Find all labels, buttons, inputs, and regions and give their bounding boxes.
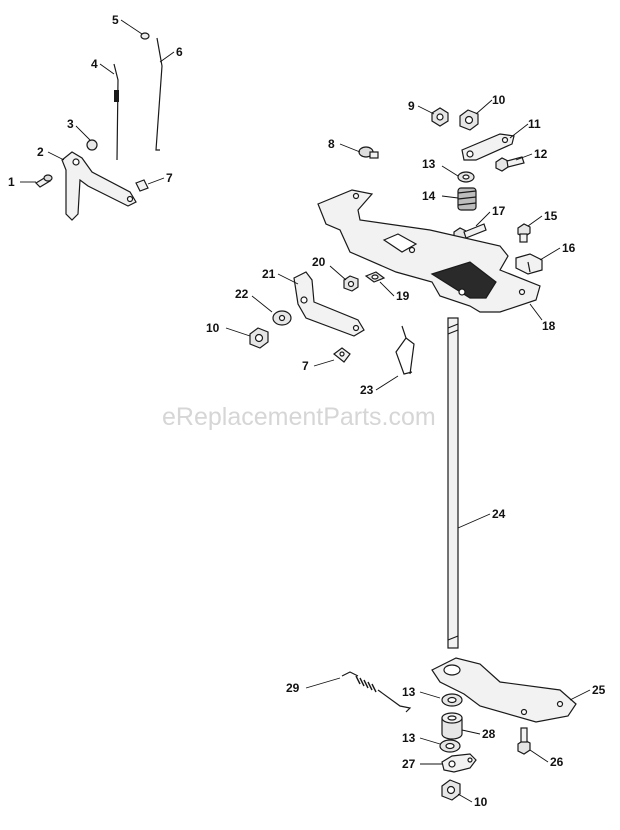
- part-29-spring[interactable]: [341, 671, 412, 713]
- leader-lines: [20, 19, 591, 803]
- callout-29: 29: [286, 681, 300, 695]
- part-1-pin[interactable]: [35, 174, 53, 188]
- part-13-washer-lower-1[interactable]: [441, 693, 463, 707]
- callout-9: 9: [408, 99, 415, 113]
- callout-5: 5: [112, 13, 119, 27]
- callout-13-lower-1: 13: [402, 685, 416, 699]
- callout-13-lower-2: 13: [402, 731, 416, 745]
- part-9-nut[interactable]: [431, 107, 449, 127]
- callout-20: 20: [312, 255, 326, 269]
- part-26-screw[interactable]: [517, 727, 531, 755]
- callout-28: 28: [482, 727, 496, 741]
- part-6-rod[interactable]: [155, 37, 163, 151]
- part-7-clip-middle[interactable]: [333, 347, 351, 363]
- part-24-shaft[interactable]: [447, 317, 459, 649]
- callout-27: 27: [402, 757, 416, 771]
- part-3-ball[interactable]: [86, 139, 98, 151]
- part-10-nut-bottom[interactable]: [441, 779, 461, 801]
- callout-21: 21: [262, 267, 276, 281]
- part-28-bushing[interactable]: [441, 712, 463, 740]
- callout-16: 16: [562, 241, 576, 255]
- callout-18: 18: [542, 319, 556, 333]
- callout-3: 3: [67, 117, 74, 131]
- part-21-lever-arm[interactable]: [293, 271, 365, 337]
- part-12-bolt[interactable]: [495, 156, 525, 172]
- part-11-bracket[interactable]: [461, 133, 515, 161]
- callout-8: 8: [328, 137, 335, 151]
- callout-1: 1: [8, 175, 15, 189]
- callout-6: 6: [176, 45, 183, 59]
- part-13-washer-top[interactable]: [457, 171, 475, 183]
- callout-14: 14: [422, 189, 436, 203]
- callout-22: 22: [235, 287, 249, 301]
- callout-12: 12: [534, 147, 548, 161]
- callout-19: 19: [396, 289, 410, 303]
- callout-11: 11: [528, 117, 541, 131]
- part-13-washer-lower-2[interactable]: [439, 739, 461, 753]
- part-2-lever[interactable]: [61, 151, 137, 221]
- callout-13-top: 13: [422, 157, 436, 171]
- callout-24: 24: [492, 507, 506, 521]
- part-14-spring[interactable]: [457, 187, 477, 211]
- part-18-mounting-plate[interactable]: [317, 189, 541, 313]
- callouts: 1 2 3 4 5 6 7 8 9 10 11 12 13 14 15 16 1…: [8, 13, 606, 809]
- callout-7-middle: 7: [302, 359, 309, 373]
- part-22-washer[interactable]: [272, 310, 292, 326]
- part-4-spring-rod[interactable]: [113, 63, 119, 161]
- part-23-bent-rod[interactable]: [395, 325, 415, 375]
- callout-7-upper: 7: [166, 171, 173, 185]
- callout-25: 25: [592, 683, 606, 697]
- callout-10-bottom: 10: [474, 795, 488, 809]
- callout-15: 15: [544, 209, 558, 223]
- part-10-nut-middle[interactable]: [249, 327, 269, 349]
- part-27-arm[interactable]: [441, 753, 477, 773]
- part-10-nut-top[interactable]: [459, 109, 479, 131]
- callout-26: 26: [550, 755, 564, 769]
- callout-17: 17: [492, 204, 506, 218]
- callout-10-top: 10: [492, 93, 506, 107]
- callout-10-middle: 10: [206, 321, 220, 335]
- part-5-clip[interactable]: [140, 32, 150, 40]
- part-20-nut[interactable]: [343, 275, 359, 292]
- watermark: eReplacementParts.com: [162, 403, 436, 431]
- part-19-square-washer[interactable]: [364, 271, 386, 283]
- part-16-clip[interactable]: [515, 253, 543, 275]
- callout-2: 2: [37, 145, 44, 159]
- callout-23: 23: [360, 383, 374, 397]
- part-8-screw[interactable]: [358, 146, 379, 159]
- part-7-clip-upper[interactable]: [135, 179, 149, 192]
- part-25-plate[interactable]: [431, 657, 577, 723]
- callout-4: 4: [91, 57, 98, 71]
- part-15-screw[interactable]: [517, 223, 531, 243]
